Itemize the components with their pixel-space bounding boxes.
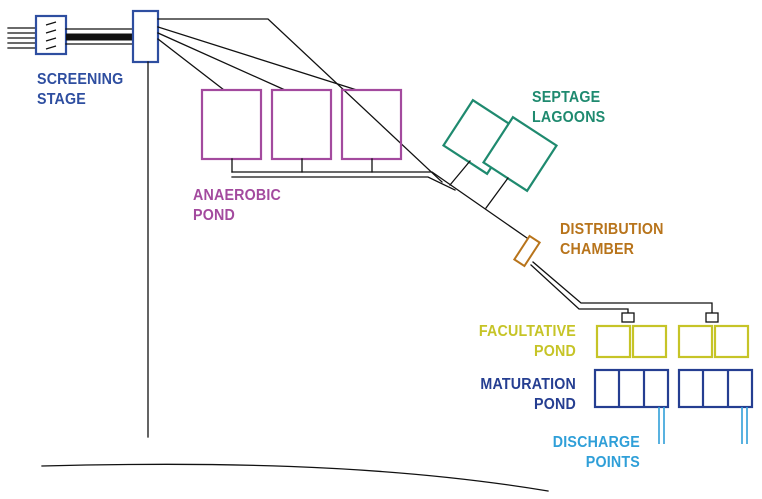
discharge-points-label: DISCHARGE POINTS bbox=[511, 433, 640, 473]
discharge-pipes bbox=[658, 407, 748, 444]
maturation-pond-group-1 bbox=[593, 368, 670, 409]
facultative-pond-1a bbox=[595, 324, 632, 359]
maturation-pond-label: MATURATION POND bbox=[447, 375, 576, 415]
distribution-chamber-box bbox=[512, 234, 542, 268]
ground-line bbox=[41, 463, 549, 492]
screening-stage-label: SCREENING STAGE bbox=[37, 70, 166, 110]
anaerobic-pond-3 bbox=[340, 88, 403, 161]
anaerobic-collection-pipes bbox=[231, 158, 528, 239]
inlet-pipes bbox=[7, 27, 37, 49]
septage-connection-pipes bbox=[449, 160, 509, 209]
screen-bars bbox=[45, 21, 57, 50]
label-line: POINTS bbox=[585, 454, 640, 471]
maturation-pond-group-2 bbox=[677, 368, 754, 409]
screening-chamber bbox=[131, 9, 160, 64]
label-line: FACULTATIVE bbox=[478, 323, 576, 340]
label-line: POND bbox=[534, 396, 576, 413]
label-line: ANAEROBIC bbox=[193, 187, 282, 204]
facultative-pond-label: FACULTATIVE POND bbox=[447, 322, 576, 362]
anaerobic-feed-pipes bbox=[157, 18, 443, 183]
distribution-pipes bbox=[530, 261, 713, 314]
facultative-pond-2b bbox=[713, 324, 750, 359]
label-line: POND bbox=[534, 343, 576, 360]
septage-lagoon-2 bbox=[481, 115, 559, 193]
label-line: LAGOONS bbox=[532, 109, 606, 126]
label-line: SCREENING bbox=[37, 71, 124, 88]
anaerobic-pond-2 bbox=[270, 88, 333, 161]
facultative-pond-2a bbox=[677, 324, 714, 359]
label-line: POND bbox=[193, 207, 235, 224]
label-line: DISTRIBUTION bbox=[560, 221, 664, 238]
distribution-chamber-label: DISTRIBUTION CHAMBER bbox=[560, 220, 707, 260]
anaerobic-pond-1 bbox=[200, 88, 263, 161]
label-line: STAGE bbox=[37, 91, 86, 108]
inlet-box-2 bbox=[705, 312, 719, 323]
screen-bar-box bbox=[34, 14, 68, 56]
label-line: MATURATION bbox=[480, 376, 576, 393]
label-line: CHAMBER bbox=[560, 241, 635, 258]
anaerobic-pond-label: ANAEROBIC POND bbox=[193, 186, 322, 226]
facultative-pond-1b bbox=[631, 324, 668, 359]
septage-lagoons-label: SEPTAGE LAGOONS bbox=[532, 88, 661, 128]
label-line: DISCHARGE bbox=[552, 434, 640, 451]
label-line: SEPTAGE bbox=[532, 89, 601, 106]
inlet-box-1 bbox=[621, 312, 635, 323]
